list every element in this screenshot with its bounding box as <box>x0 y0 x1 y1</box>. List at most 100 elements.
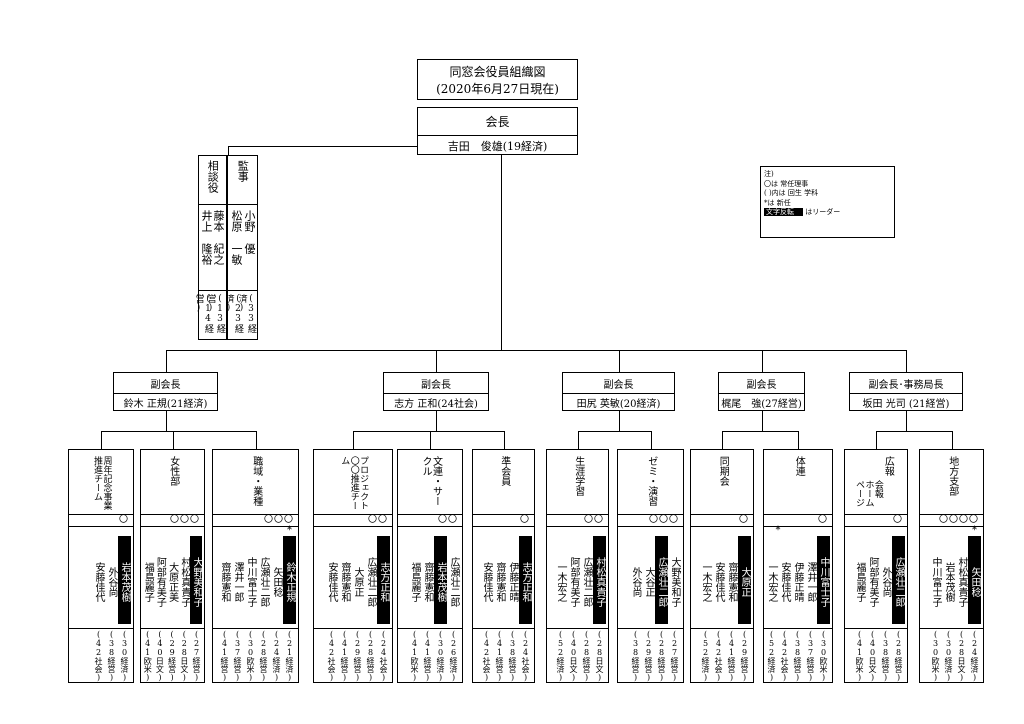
committee-name: 地方支部 <box>946 456 958 496</box>
auditor-member-year: (33経済) <box>236 294 256 333</box>
member-name: 広瀬壮二郎 <box>448 556 459 607</box>
committee-name: 同期会 <box>717 456 729 486</box>
connector-line <box>430 431 431 449</box>
member-name: 鈴木正規 <box>283 536 296 624</box>
member-name: 齋藤憲和 <box>726 561 737 602</box>
member-year: (29経営) <box>644 630 653 682</box>
committee-box: 地方支部〇〇〇〇*矢田稔(24経済)村松真貴子(28日文)岩本茂樹(30経済)中… <box>919 449 984 683</box>
connector-line <box>166 350 167 372</box>
standing-director-marks: 〇〇 <box>367 515 388 525</box>
member-year: (21経済) <box>285 630 294 682</box>
member-name: 澤井一郎 <box>805 561 816 602</box>
connector-line <box>906 350 907 372</box>
committee-subname: ホームページ <box>854 480 874 507</box>
legend-line: 〇は 常任理事 <box>764 179 809 188</box>
vice-president-box: 副会長･事務局長坂田 光司 (21経営) <box>849 372 963 411</box>
connector-line <box>798 431 799 449</box>
member-name: 安藤佳代 <box>481 561 492 602</box>
member-year: (40日文) <box>868 630 877 682</box>
member-name: 志方正和 <box>377 536 390 624</box>
committee-box: 生涯学習〇〇村松真貴子(28日文)広瀬壮二郎(28経営)阿部有美子(40日文)一… <box>546 449 609 683</box>
member-year: (28経営) <box>259 630 268 682</box>
connector-line <box>504 431 505 449</box>
member-year: (42社会) <box>482 630 491 682</box>
standing-director-marks: 〇〇〇 <box>263 515 294 525</box>
standing-director-marks: 〇〇 <box>437 515 458 525</box>
member-year: (41経営) <box>495 630 504 682</box>
member-name: 安藤佳代 <box>326 561 337 602</box>
vice-president-name: 鈴木 正規(21経済) <box>123 398 208 410</box>
connector-line <box>876 431 953 432</box>
member-name: 齋藤憲和 <box>494 561 505 602</box>
connector-line <box>436 350 437 372</box>
member-year: (30欧米) <box>246 630 255 682</box>
member-year: (29経営) <box>167 630 177 682</box>
member-name: 中川富士子 <box>930 556 941 607</box>
standing-director-marks: 〇〇〇 <box>169 515 200 525</box>
legend-line: *は 新任 <box>764 198 791 207</box>
vice-president-name: 志方 正和(24社会) <box>394 398 478 410</box>
member-year: (30経済) <box>436 630 445 682</box>
member-name: 矢田稔 <box>271 566 282 597</box>
member-year: (42社会) <box>714 630 723 682</box>
vice-president-box: 副会長田尻 英敏(20経済) <box>562 372 675 411</box>
member-year: (29経営) <box>740 630 749 682</box>
member-year: (28日文) <box>957 630 966 682</box>
member-year: (24経済) <box>272 630 281 682</box>
connector-line <box>166 350 907 351</box>
president-role: 会長 <box>485 115 510 129</box>
committee-name: 広報 <box>882 456 894 476</box>
member-name: 岩本茂樹 <box>434 536 447 624</box>
auditor-member-name: 松原 一敏 <box>230 210 243 265</box>
member-year: (27経営) <box>192 630 201 682</box>
connector-line <box>651 431 652 449</box>
member-name: 伊藤正晴 <box>792 561 803 602</box>
member-year: (41経営) <box>423 630 432 682</box>
member-name: 広瀬壮二郎 <box>365 556 376 607</box>
member-name: 中川富士子 <box>817 536 830 624</box>
connector-line <box>501 155 502 350</box>
connector-line <box>619 350 620 372</box>
member-name: 齋藤憲和 <box>422 561 433 602</box>
vice-president-name: 梶尾 強(27経営) <box>721 398 802 410</box>
committee-subname: 会報 <box>872 480 883 498</box>
connector-line <box>173 431 174 449</box>
advisor-member-year: (14経営) <box>193 294 213 333</box>
member-name: 大野美和子 <box>189 536 202 624</box>
member-name: 大原正 <box>738 536 751 624</box>
president-box: 会長 吉田 俊雄(19経済) <box>417 107 578 155</box>
committee-name: 体連 <box>793 456 805 476</box>
member-name: 中川富士子 <box>245 556 256 607</box>
member-year: (28日文) <box>179 630 189 682</box>
connector-line <box>722 431 723 449</box>
standing-director-marks: 〇 <box>519 515 530 525</box>
member-year: (30欧米) <box>819 630 828 682</box>
member-name: 齋藤憲和 <box>219 561 230 602</box>
member-year: (42社会) <box>94 630 103 682</box>
committee-name: プロジェクト〇〇推進チーム <box>339 456 369 510</box>
member-year: (52経済) <box>767 630 776 682</box>
member-name: 岩本茂樹 <box>943 561 954 602</box>
member-name: 外谷尚 <box>106 566 117 597</box>
standing-director-marks: 〇 <box>892 515 903 525</box>
legend-line: 注) <box>764 170 774 178</box>
advisor-member-name: 井上 隆裕 <box>200 210 213 265</box>
member-year: (28経営) <box>894 630 903 682</box>
committee-box: 文連・サークル〇〇広瀬壮二郎(26経済)岩本茂樹(30経済)齋藤憲和(41経営)… <box>397 449 463 683</box>
committee-name: 女性部 <box>167 456 179 486</box>
member-year: (27経営) <box>670 630 679 682</box>
member-year: (37経営) <box>806 630 815 682</box>
member-year: (40日文) <box>155 630 165 682</box>
committee-name: 生涯学習 <box>572 456 584 496</box>
standing-director-marks: 〇〇〇〇 <box>938 515 979 525</box>
connector-line <box>762 411 763 431</box>
member-name: 広瀬壮二郎 <box>655 536 668 624</box>
member-name: 伊藤正晴 <box>507 561 518 602</box>
member-year: (26経済) <box>449 630 458 682</box>
committee-name: 準会員 <box>498 456 510 486</box>
chart-title: 同窓会役員組織図 (2020年6月27日現在) <box>417 59 578 100</box>
advisor-box: 相談役 藤本 紀之 井上 隆裕 (13経営) (14経営) <box>194 155 227 340</box>
member-name: 広瀬壮二郎 <box>258 556 269 607</box>
committee-box: 同期会〇大原正(29経営)齋藤憲和(41経営)安藤佳代(42社会)一木宏之(52… <box>690 449 754 683</box>
member-name: 大原正 <box>352 566 363 597</box>
